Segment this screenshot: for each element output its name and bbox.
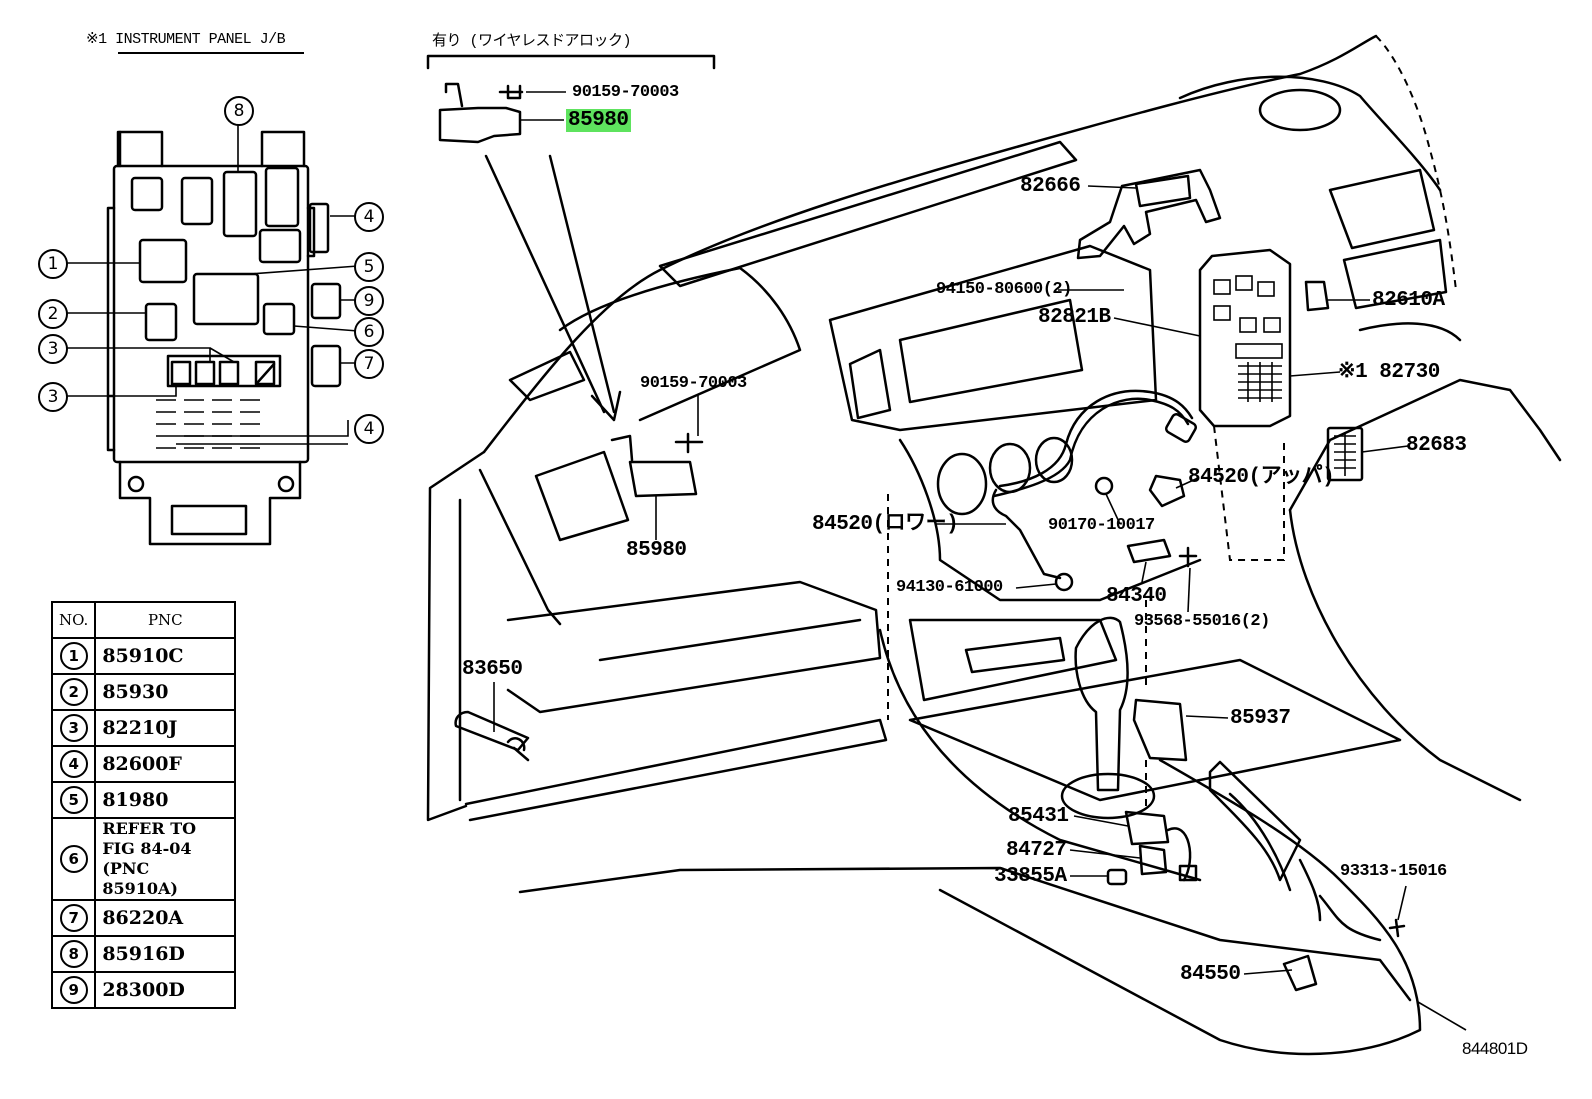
row-number: 2	[59, 678, 88, 706]
figure-code: 844801D	[1462, 1039, 1528, 1058]
row-number: 7	[59, 904, 88, 932]
part-label-82821b[interactable]: 82821B	[1038, 306, 1111, 329]
callout-4-bottom: 4	[354, 414, 384, 444]
part-label-90159-top[interactable]: 90159-70003	[572, 83, 679, 102]
row-number: 5	[59, 786, 88, 814]
part-label-94130[interactable]: 94130-61000	[896, 578, 1003, 597]
inset-bracket-title: 有り (ワイヤレスドアロック)	[432, 33, 632, 50]
part-label-83650[interactable]: 83650	[462, 658, 523, 681]
part-label-93568[interactable]: 93568-55016(2)	[1134, 612, 1270, 631]
part-label-84520-lower[interactable]: 84520(ロワー)	[812, 513, 959, 536]
callout-4-top: 4	[354, 202, 384, 232]
label-leaders	[493, 185, 1467, 1031]
part-label-84550[interactable]: 84550	[1180, 963, 1241, 986]
row-number: 9	[59, 976, 88, 1004]
callout-8: 8	[224, 96, 254, 126]
part-label-94150[interactable]: 94150-80600(2)	[936, 280, 1072, 299]
callout-3-a: 3	[38, 334, 68, 364]
callout-2: 2	[38, 299, 68, 329]
row-pnc[interactable]: 82600F	[94, 745, 237, 783]
wireless-lock-inset	[426, 54, 716, 422]
inset-title-underline	[118, 52, 304, 54]
part-label-84340[interactable]: 84340	[1106, 585, 1167, 608]
part-label-93313[interactable]: 93313-15016	[1340, 862, 1447, 881]
part-label-85980-highlighted[interactable]: 85980	[566, 109, 631, 132]
callout-5: 5	[354, 252, 384, 282]
part-label-33855a[interactable]: 33855A	[994, 865, 1067, 888]
part-label-85980[interactable]: 85980	[626, 539, 687, 562]
row-pnc[interactable]: 85916D	[94, 935, 237, 973]
row-pnc[interactable]: 81980	[94, 781, 237, 819]
row-pnc[interactable]: 82210J	[94, 709, 237, 747]
row-number: 1	[59, 642, 88, 670]
part-label-82683[interactable]: 82683	[1406, 434, 1467, 457]
part-label-82610a[interactable]: 82610A	[1372, 289, 1445, 312]
callout-7: 7	[354, 349, 384, 379]
part-label-82666[interactable]: 82666	[1020, 175, 1081, 198]
callout-3-b: 3	[38, 382, 68, 412]
pnc-table-header: NO. PNC	[50, 601, 237, 639]
row-pnc[interactable]: 85910C	[94, 637, 237, 675]
dashboard-drawing	[426, 34, 1562, 1056]
part-label-85937[interactable]: 85937	[1230, 707, 1291, 730]
part-label-84520-upper[interactable]: 84520(アッパ)	[1188, 466, 1335, 489]
row-pnc: REFER TO FIG 84-04 (PNC 85910A)	[94, 817, 237, 901]
row-number: 8	[59, 940, 88, 968]
part-label-90159-mid[interactable]: 90159-70003	[640, 374, 747, 393]
row-pnc[interactable]: 28300D	[94, 971, 237, 1009]
row-pnc[interactable]: 85930	[94, 673, 237, 711]
row-pnc[interactable]: 86220A	[94, 899, 237, 937]
highlight-mark: 85980	[566, 109, 631, 132]
junction-block-drawing	[66, 120, 359, 546]
part-label-82730[interactable]: ※1 82730	[1338, 361, 1440, 384]
callout-1: 1	[38, 249, 68, 279]
callout-9: 9	[354, 286, 384, 316]
inset-title: ※1 INSTRUMENT PANEL J/B	[86, 31, 286, 48]
row-number: 4	[59, 750, 88, 778]
part-label-85431[interactable]: 85431	[1008, 805, 1069, 828]
row-number: 3	[59, 714, 88, 742]
header-no: NO.	[50, 601, 97, 639]
part-label-84727[interactable]: 84727	[1006, 839, 1067, 862]
callout-6: 6	[354, 317, 384, 347]
header-pnc: PNC	[94, 601, 237, 639]
row-number: 6	[59, 845, 88, 873]
part-label-90170[interactable]: 90170-10017	[1048, 516, 1155, 535]
